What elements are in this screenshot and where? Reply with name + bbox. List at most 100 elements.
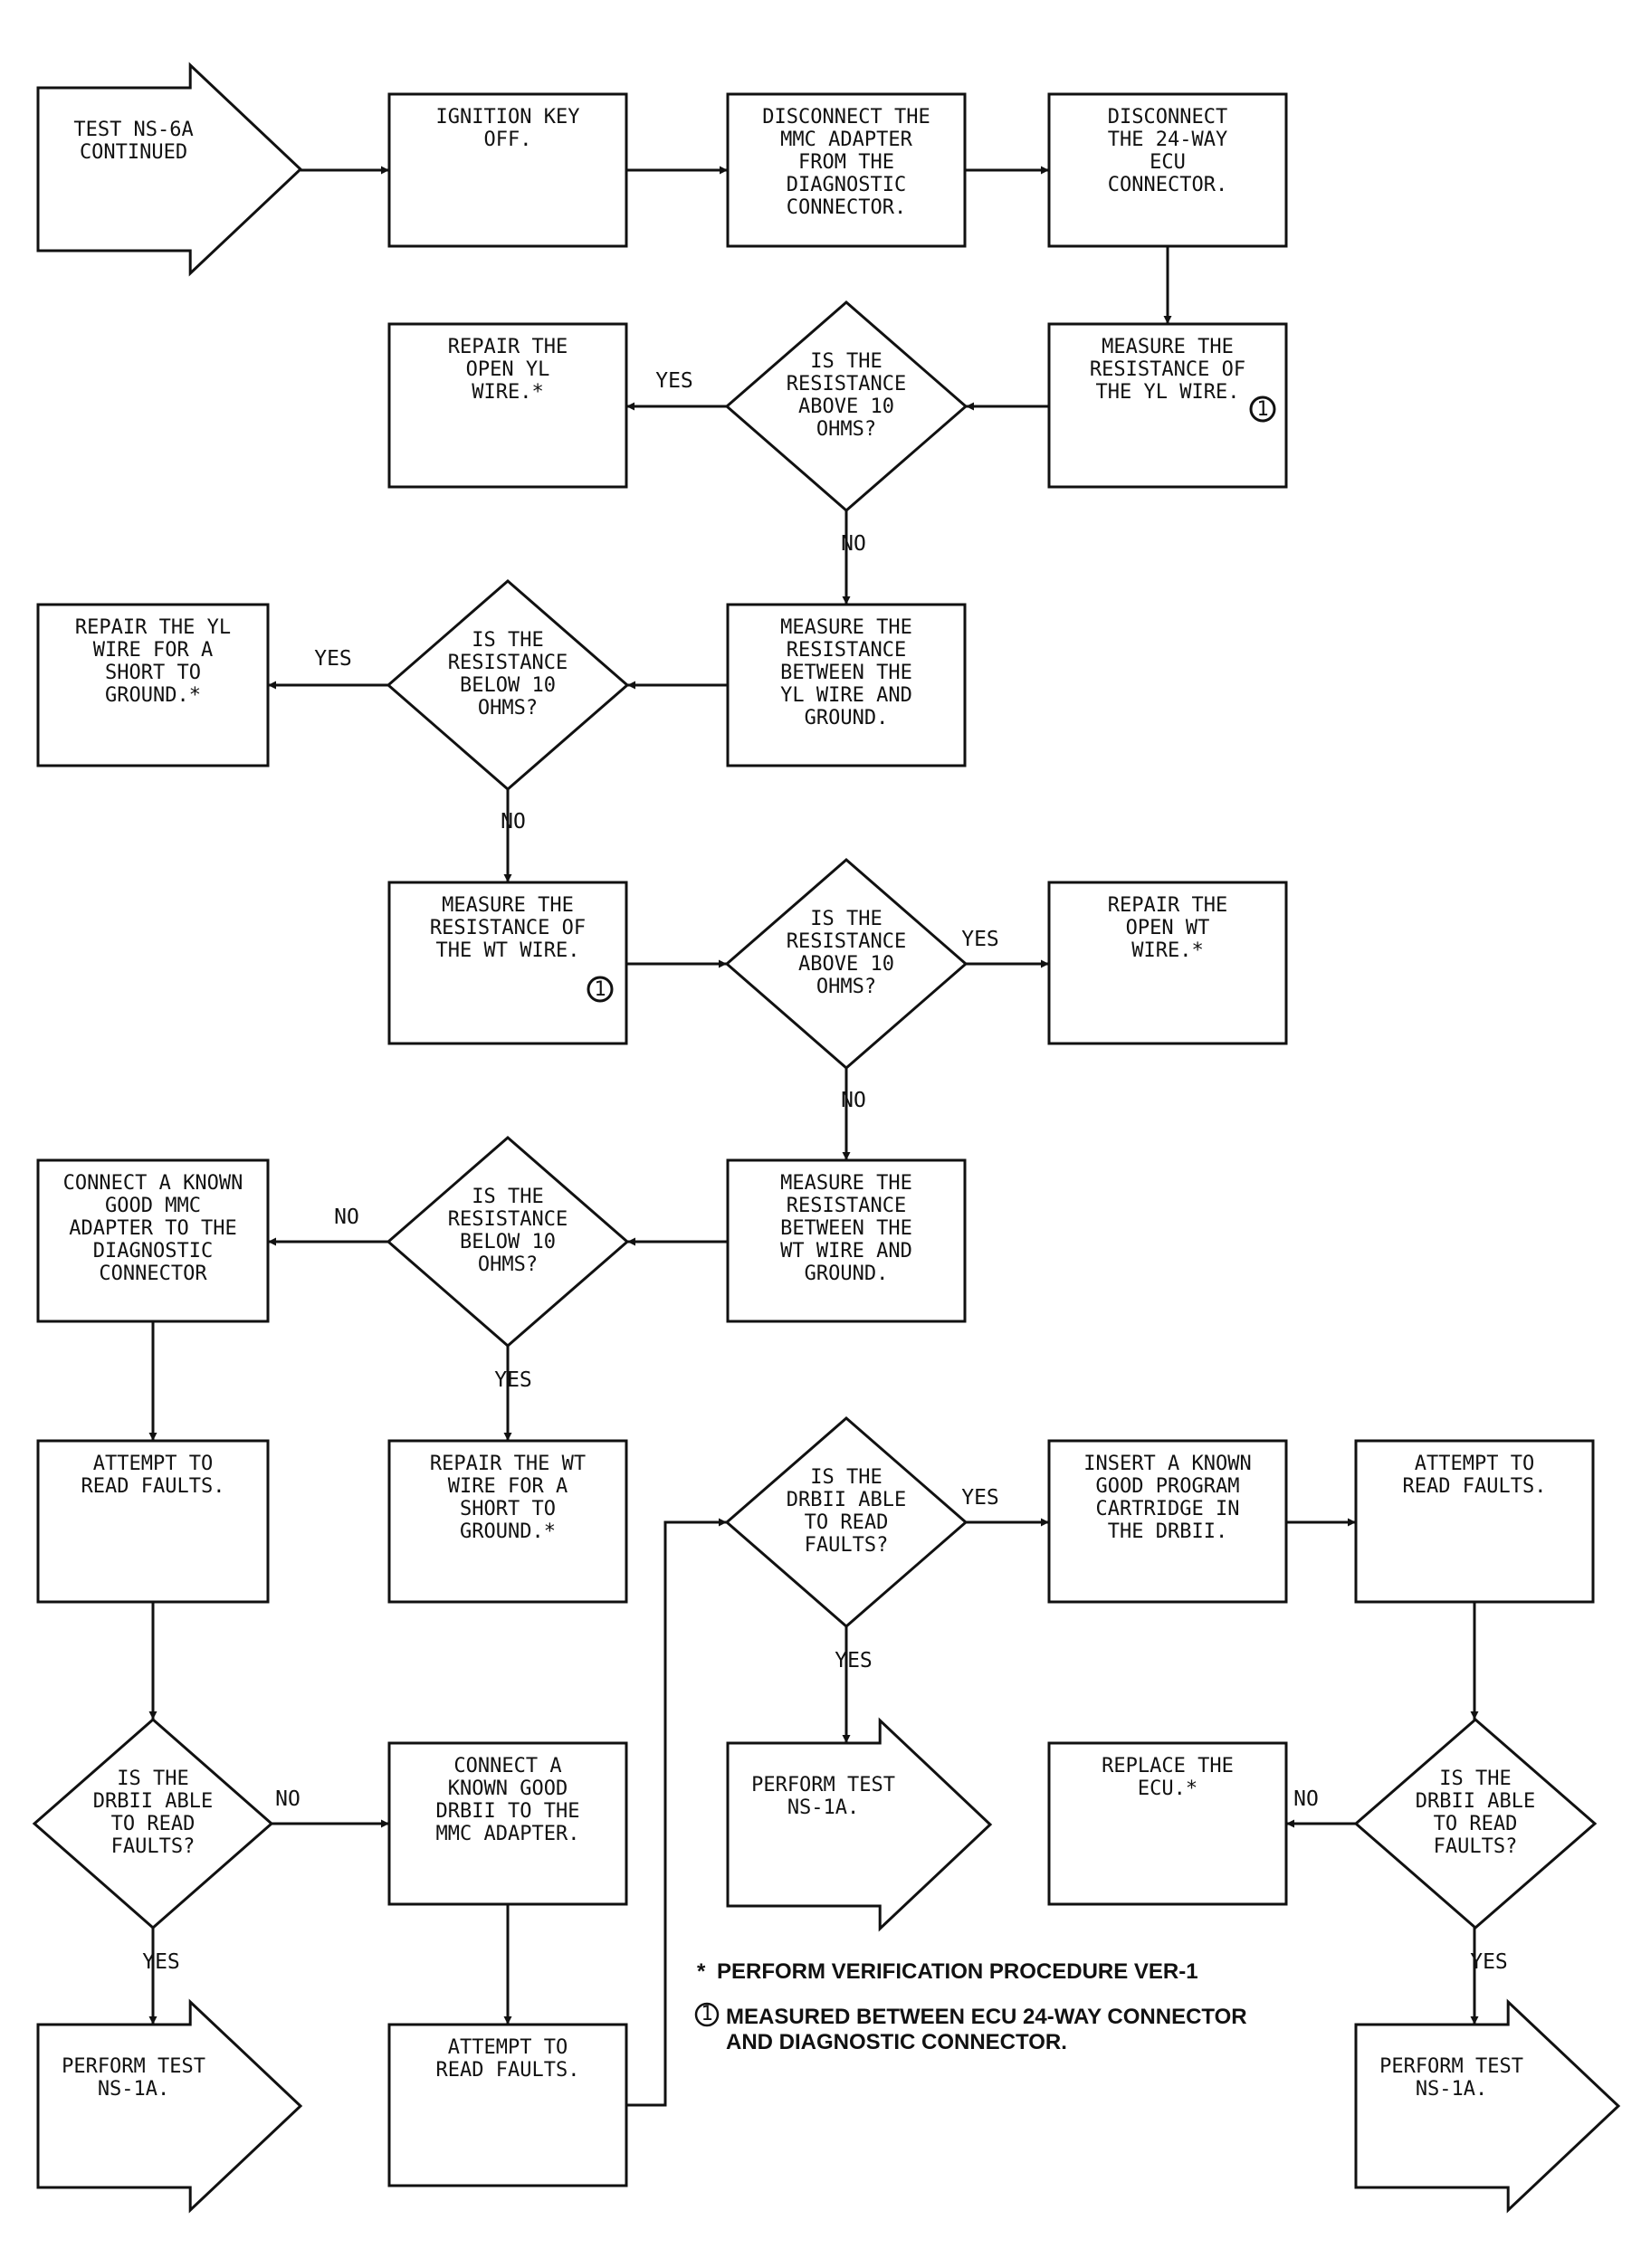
node-text-line: OFF. <box>484 129 532 151</box>
node-text-line: DISCONNECT THE <box>762 106 930 129</box>
node-text-line: THE DRBII. <box>1108 1520 1227 1543</box>
node-text-line: TO READ <box>1434 1813 1518 1835</box>
node-text-line: MEASURE THE <box>442 894 574 917</box>
node-text-line: DRBII TO THE <box>436 1800 580 1823</box>
node-text-line: RESISTANCE <box>787 639 906 662</box>
node-text-line: OHMS? <box>478 1253 538 1276</box>
node-text-line: IS THE <box>810 1466 882 1489</box>
node-text-line: YL WIRE AND <box>780 684 912 707</box>
node-text-line: DIAGNOSTIC <box>787 174 906 196</box>
node-text-line: RESISTANCE <box>787 373 906 395</box>
node-text-line: ECU.* <box>1138 1777 1197 1800</box>
node-text-line: THE 24-WAY <box>1108 129 1227 151</box>
decision-diamond <box>32 1718 274 1930</box>
node-text-line: IS THE <box>117 1768 188 1790</box>
node-text-line: FAULTS? <box>805 1534 889 1557</box>
process-box <box>387 881 628 1045</box>
process-box <box>36 1439 270 1604</box>
process-box <box>387 92 628 248</box>
node-text-line: REPAIR THE <box>1108 894 1227 917</box>
edge-attempt2-qdrb2 <box>626 1518 727 2107</box>
label-yes-drb2-down: YES <box>835 1649 873 1672</box>
node-text-line: WT WIRE AND <box>780 1240 912 1263</box>
node-text-line: INSERT A KNOWN <box>1083 1453 1251 1475</box>
process-box <box>726 1158 967 1323</box>
node-text-line: READ FAULTS. <box>1403 1475 1547 1498</box>
node-text-line: FROM THE <box>798 151 894 174</box>
node-text-line: NS-1A. <box>1416 2078 1487 2101</box>
node-text-line: NS-1A. <box>787 1796 859 1819</box>
node-text-line: MEASURE THE <box>780 616 912 639</box>
node-text-line: CONTINUED <box>80 141 187 164</box>
callout-number: 1 <box>594 978 606 1001</box>
node-text-line: OPEN WT <box>1126 917 1210 939</box>
node-text-line: OHMS? <box>816 976 876 998</box>
node-text-line: READ FAULTS. <box>436 2059 580 2082</box>
node-text-line: REPLACE THE <box>1102 1755 1234 1777</box>
note-measured-line1: MEASURED BETWEEN ECU 24-WAY CONNECTOR <box>726 2005 1247 2029</box>
node-text-line: RESISTANCE <box>787 930 906 953</box>
node-text-line: PERFORM TEST <box>751 1774 895 1796</box>
node-text-line: RESISTANCE OF <box>430 917 586 939</box>
label-yes-wt-open: YES <box>961 928 999 951</box>
note-measured-line2: AND DIAGNOSTIC CONNECTOR. <box>726 2030 1067 2054</box>
node-text-line: SHORT TO <box>460 1498 556 1520</box>
node-text-line: PERFORM TEST <box>62 2055 205 2078</box>
node-text-line: IS THE <box>1439 1768 1511 1790</box>
node-text-line: DISCONNECT <box>1108 106 1227 129</box>
node-text-line: REPAIR THE YL <box>75 616 231 639</box>
process-box <box>1354 1439 1595 1604</box>
node-text-line: RESISTANCE <box>448 652 568 674</box>
label-no-drb1: NO <box>275 1787 301 1811</box>
label-yes-drb3: YES <box>1470 1950 1508 1974</box>
node-text-line: CONNECTOR <box>99 1263 207 1285</box>
label-yes-drb1: YES <box>142 1950 180 1974</box>
node-text-line: BELOW 10 <box>460 1231 556 1253</box>
process-box <box>36 1158 270 1323</box>
node-text-line: GROUND.* <box>460 1520 556 1543</box>
node-text-line: DRBII ABLE <box>787 1489 906 1511</box>
label-yes-wt-short: YES <box>494 1368 532 1392</box>
label-no-drb3: NO <box>1293 1787 1319 1811</box>
node-text-line: FAULTS? <box>111 1835 196 1858</box>
node-text-line: BETWEEN THE <box>780 1217 912 1240</box>
node-text-line: IS THE <box>472 629 543 652</box>
node-text-line: REPAIR THE <box>448 336 568 358</box>
node-text-line: GOOD PROGRAM <box>1096 1475 1240 1498</box>
label-yes-yl-open: YES <box>655 369 693 393</box>
node-text-line: MEASURE THE <box>780 1172 912 1195</box>
node-text-line: TEST NS-6A <box>73 119 193 141</box>
decision-diamond <box>724 858 968 1070</box>
node-text-line: GROUND.* <box>105 684 201 707</box>
process-box <box>726 603 967 767</box>
label-no-yl-open: NO <box>841 532 866 556</box>
node-text-line: WIRE.* <box>1131 939 1203 962</box>
node-text-line: ECU <box>1150 151 1186 174</box>
node-text-line: ATTEMPT TO <box>448 2036 568 2059</box>
offpage-arrow <box>1354 1998 1621 2214</box>
node-text-line: NS-1A. <box>98 2078 169 2101</box>
node-text-line: CONNECT A <box>453 1755 561 1777</box>
decision-diamond <box>386 579 630 791</box>
node-text-line: OHMS? <box>478 697 538 719</box>
node-text-line: CONNECTOR. <box>1108 174 1227 196</box>
label-no-wt-open: NO <box>841 1089 866 1112</box>
